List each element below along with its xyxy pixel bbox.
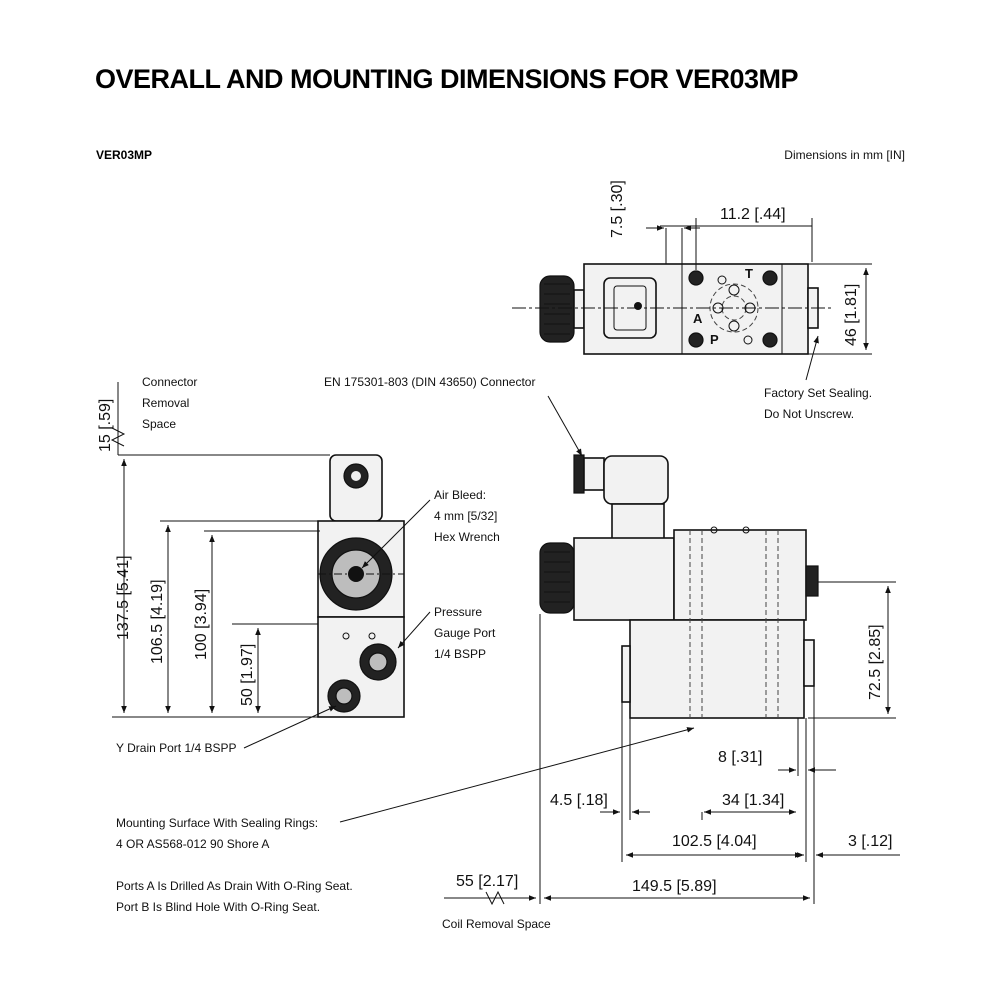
mounting-note-1: Mounting Surface With Sealing Rings: (116, 816, 318, 830)
connector-removal-3: Space (142, 417, 176, 431)
dim-149-5: 149.5 [5.89] (632, 878, 717, 895)
airbleed-3: Hex Wrench (434, 530, 500, 544)
connector-plug-icon (573, 454, 585, 494)
dim-8: 8 [.31] (718, 749, 762, 766)
dim-106-5: 106.5 [4.19] (149, 579, 166, 664)
port-a-label: A (693, 311, 703, 326)
ports-note-2: Port B Is Blind Hole With O-Ring Seat. (116, 900, 320, 914)
dim-137-5: 137.5 [5.41] (115, 555, 132, 640)
dim-34: 34 [1.34] (722, 792, 784, 809)
top-coil-nut (539, 275, 575, 343)
port-p-label: P (710, 332, 719, 347)
coil-removal-label: Coil Removal Space (442, 917, 551, 931)
ports-note-1: Ports A Is Drilled As Drain With O-Ring … (116, 879, 353, 893)
pressure-1: Pressure (434, 605, 482, 619)
bolt-hole-icon (762, 332, 778, 348)
din-connector-label: EN 175301-803 (DIN 43650) Connector (324, 375, 535, 389)
top-view: T A P 7.5 [.30] 11.2 [.44] 46 [1.81] Fac… (512, 180, 872, 421)
bolt-hole-icon (688, 270, 704, 286)
dim-55: 55 [2.17] (456, 873, 518, 890)
factory-note-2: Do Not Unscrew. (764, 407, 854, 421)
dim-4-5: 4.5 [.18] (550, 792, 608, 809)
factory-note-1: Factory Set Sealing. (764, 386, 872, 400)
dim-7-5: 7.5 [.30] (609, 180, 626, 238)
front-base (629, 619, 805, 719)
airbleed-2: 4 mm [5/32] (434, 509, 497, 523)
units-note: Dimensions in mm [IN] (784, 148, 905, 162)
dim-100: 100 [3.94] (193, 589, 210, 660)
ydrain-label: Y Drain Port 1/4 BSPP (116, 741, 237, 755)
pressure-3: 1/4 BSPP (434, 647, 486, 661)
dim-72-5: 72.5 [2.85] (867, 624, 884, 700)
side-view: 15 [.59] Connector Removal Space 137.5 [… (97, 375, 500, 755)
model-label: VER03MP (96, 148, 152, 162)
front-coil (573, 537, 675, 621)
connector-screw-icon (634, 302, 642, 310)
port-t-label: T (745, 266, 753, 281)
connector-removal-2: Removal (142, 396, 189, 410)
airbleed-1: Air Bleed: (434, 488, 486, 502)
dim-46: 46 [1.81] (843, 284, 860, 346)
front-view: EN 175301-803 (DIN 43650) Connector 72.5… (324, 375, 900, 931)
bolt-hole-icon (762, 270, 778, 286)
dim-11-2: 11.2 [.44] (720, 206, 786, 223)
dim-15: 15 [.59] (97, 399, 114, 452)
dim-3: 3 [.12] (848, 833, 892, 850)
page-title: OVERALL AND MOUNTING DIMENSIONS FOR VER0… (95, 64, 799, 94)
front-plug-icon (805, 565, 819, 597)
front-housing (673, 529, 807, 621)
bolt-hole-icon (688, 332, 704, 348)
dim-102-5: 102.5 [4.04] (672, 833, 757, 850)
dim-50: 50 [1.97] (239, 644, 256, 706)
connector-removal-1: Connector (142, 375, 197, 389)
pressure-2: Gauge Port (434, 626, 496, 640)
mounting-note-2: 4 OR AS568-012 90 Shore A (116, 837, 269, 851)
din-connector (603, 455, 669, 505)
